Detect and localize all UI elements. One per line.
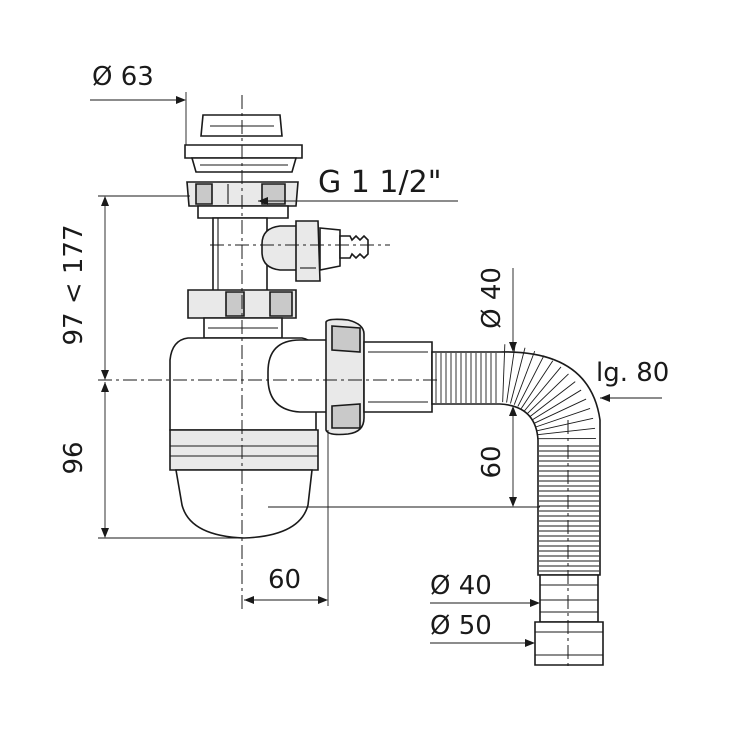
hose-rib xyxy=(533,398,587,424)
hose-rib xyxy=(517,355,545,407)
outlet-elbow xyxy=(267,318,433,436)
hose-rib xyxy=(506,345,516,403)
flexible-hose xyxy=(431,344,601,576)
label-height-range: 97 < 177 xyxy=(59,224,89,345)
hose-rib xyxy=(510,347,526,404)
label-top-diameter: Ø 63 xyxy=(92,62,154,92)
hose-ribs-horizontal xyxy=(435,353,497,403)
hose-rib xyxy=(502,344,506,403)
drain-cap xyxy=(184,114,303,173)
tail-pipe xyxy=(212,217,268,293)
hose-rib xyxy=(536,417,594,432)
hose-ribs-vertical xyxy=(539,445,599,572)
top-nut xyxy=(186,181,299,219)
label-hose-drop: 60 xyxy=(477,445,507,478)
hose-ribs-bend xyxy=(502,344,596,440)
label-bowl-height: 96 xyxy=(59,441,89,474)
hose-rib xyxy=(513,350,536,405)
hose-end-fittings xyxy=(534,574,604,666)
label-length: lg. 80 xyxy=(596,358,669,388)
label-outlet-diameter: Ø 40 xyxy=(477,267,507,329)
hose-rib xyxy=(527,373,569,414)
hose-rib xyxy=(537,427,596,436)
label-outlet-offset: 60 xyxy=(268,565,301,595)
hose-rib xyxy=(535,408,591,428)
hose-rib xyxy=(529,381,576,417)
center-lines xyxy=(98,95,569,670)
hose-rib xyxy=(531,389,582,421)
side-spigot xyxy=(261,220,369,282)
label-end-inner-diameter: Ø 40 xyxy=(430,571,492,601)
hose-rib xyxy=(520,360,554,409)
dimension-lines xyxy=(90,92,662,647)
label-thread: G 1 1/2" xyxy=(318,165,442,200)
hose-rib xyxy=(524,366,562,412)
middle-nut xyxy=(187,289,297,339)
label-end-outer-diameter: Ø 50 xyxy=(430,611,492,641)
